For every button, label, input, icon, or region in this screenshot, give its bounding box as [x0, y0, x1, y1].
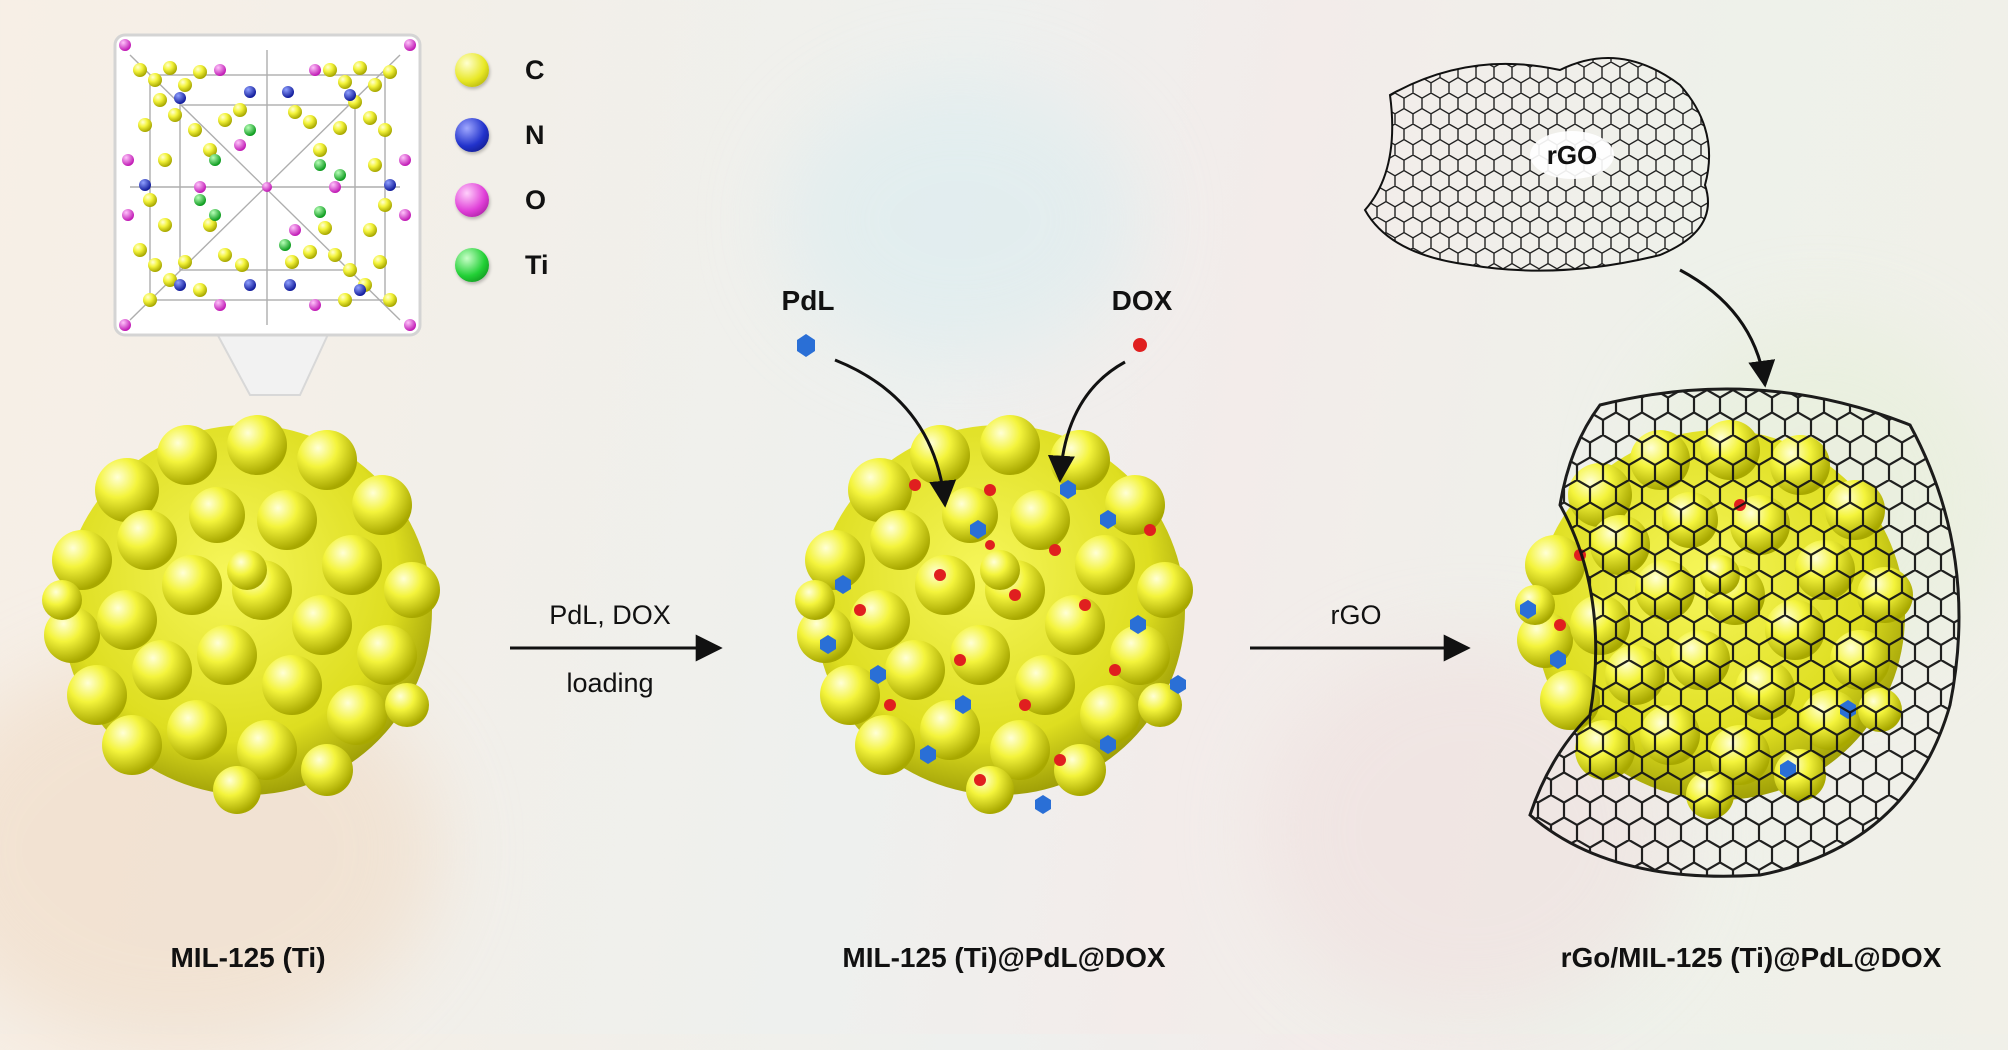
rgo-sheet-icon	[1363, 57, 1711, 272]
step1-bottom-label: loading	[566, 668, 654, 698]
carbon-atom-icon	[455, 53, 489, 87]
legend-label: O	[525, 184, 547, 215]
loaded-particle	[795, 415, 1193, 814]
mil125-particle	[42, 415, 440, 814]
dox-label: DOX	[1111, 285, 1173, 316]
pdl-arrow	[834, 358, 957, 508]
stage2-name: MIL-125 (Ti)@PdL@DOX	[842, 942, 1166, 973]
legend-item-c: C	[455, 50, 545, 90]
rgo-sheet-label: rGO	[1546, 140, 1598, 170]
dox-arrow	[1047, 360, 1126, 483]
legend-label: C	[525, 54, 545, 85]
oxygen-atom-icon	[455, 183, 489, 217]
nitrogen-atom-icon	[455, 118, 489, 152]
rgo-wrap-arrow	[1679, 268, 1776, 388]
legend-item-ti: Ti	[455, 245, 549, 285]
legend-item-o: O	[455, 180, 546, 220]
dox-molecule-icon	[1133, 338, 1147, 352]
stage3-name: rGo/MIL-125 (Ti)@PdL@DOX	[1560, 942, 1942, 973]
pdl-molecule-icon	[797, 334, 815, 357]
legend-label: Ti	[525, 249, 549, 280]
pdl-label: PdL	[781, 285, 835, 316]
stage1-name: MIL-125 (Ti)	[170, 942, 326, 973]
step2-label: rGO	[1330, 600, 1382, 630]
legend-item-n: N	[455, 115, 545, 155]
legend-label: N	[525, 119, 545, 150]
titanium-atom-icon	[455, 248, 489, 282]
wrapped-particle	[1515, 387, 1961, 878]
step1-top-label: PdL, DOX	[549, 600, 671, 630]
crystal-structure-inset	[113, 33, 422, 396]
